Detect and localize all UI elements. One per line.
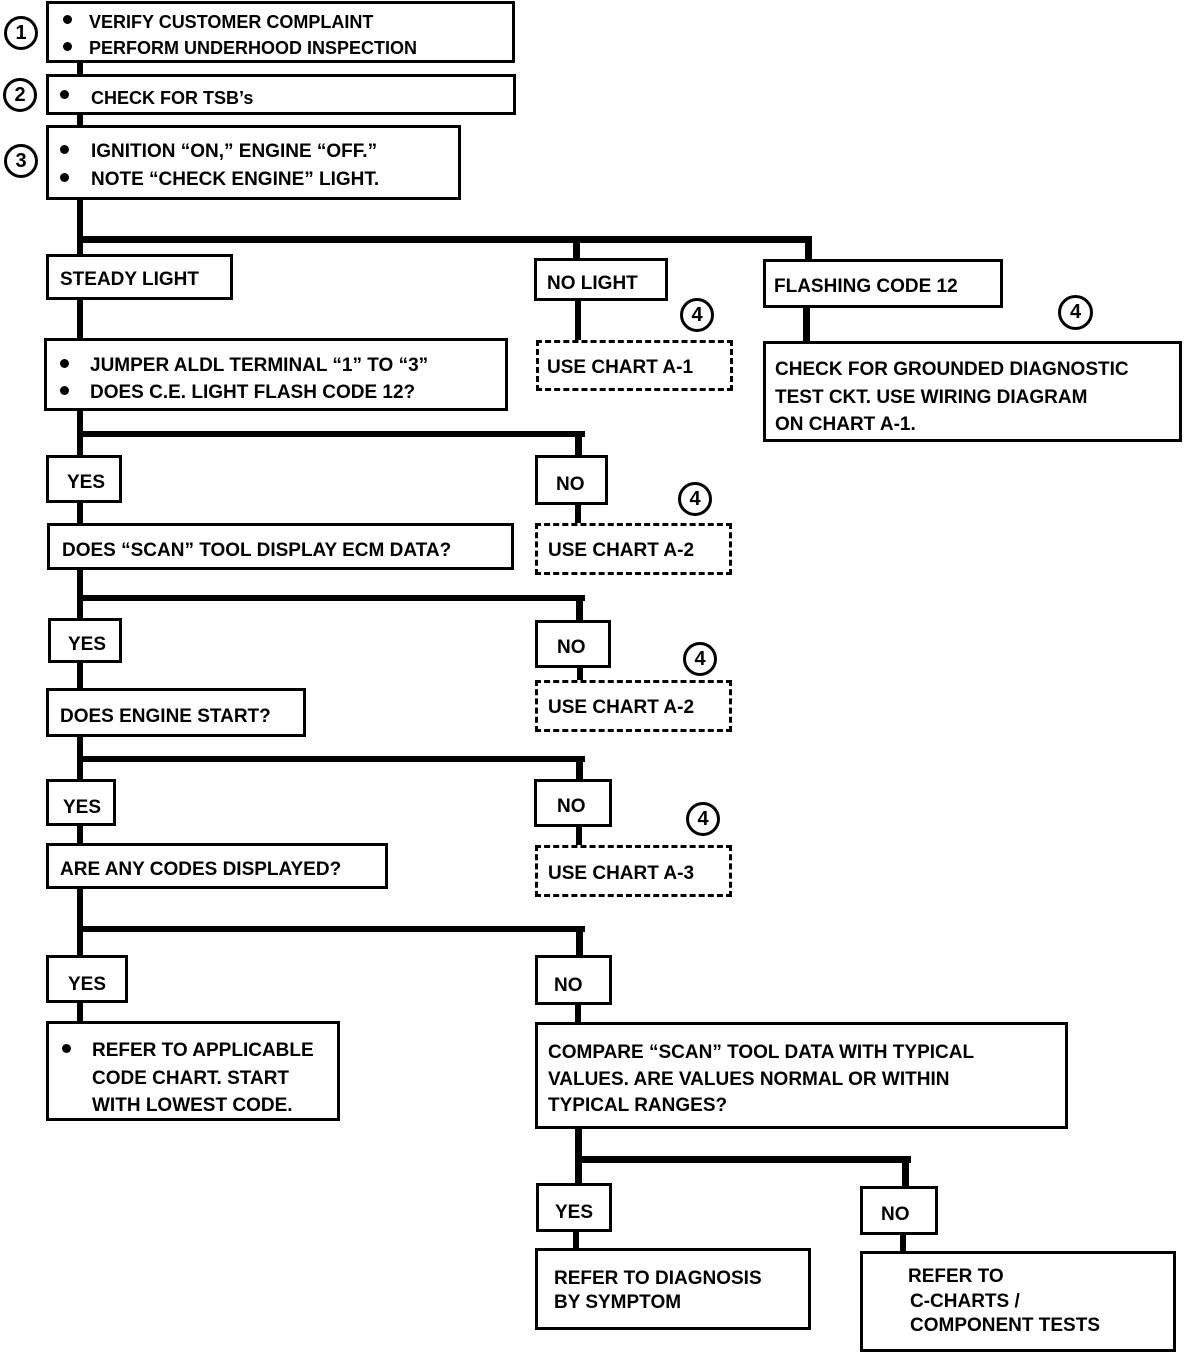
grounded-test-line-1: CHECK FOR GROUNDED DIAGNOSTIC [775, 359, 1129, 380]
flashing-code-12-box: FLASHING CODE 12 [763, 259, 1003, 308]
scan-tool-question-box: DOES “SCAN” TOOL DISPLAY ECM DATA? [47, 523, 514, 570]
steady-light-box: STEADY LIGHT [46, 254, 233, 300]
compare-line-1: COMPARE “SCAN” TOOL DATA WITH TYPICAL [548, 1042, 975, 1063]
grounded-test-line-3: ON CHART A-1. [775, 414, 916, 435]
jumper-aldl-line-2: DOES C.E. LIGHT FLASH CODE 12? [90, 382, 416, 403]
yes-label: YES [63, 797, 102, 818]
note-ref-4: 4 [680, 298, 714, 332]
yes-label: YES [555, 1202, 594, 1223]
steady-light-label: STEADY LIGHT [60, 269, 199, 290]
step-number-2: 2 [3, 78, 37, 112]
yes-box: YES [48, 618, 122, 663]
no-light-label: NO LIGHT [547, 273, 638, 294]
use-chart-a2-box: USE CHART A-2 [535, 680, 732, 732]
step-2-box: CHECK FOR TSB’s [46, 74, 516, 115]
grounded-test-line-2: TEST CKT. USE WIRING DIAGRAM [775, 387, 1088, 408]
no-label: NO [554, 975, 583, 996]
no-light-box: NO LIGHT [534, 258, 668, 301]
use-chart-a1-label: USE CHART A-1 [547, 357, 694, 378]
no-label: NO [556, 474, 585, 495]
use-chart-a3-box: USE CHART A-3 [535, 845, 732, 897]
codes-question: ARE ANY CODES DISPLAYED? [60, 859, 342, 880]
code-chart-line-3: WITH LOWEST CODE. [92, 1095, 293, 1116]
step-2-line-1: CHECK FOR TSB’s [91, 88, 254, 108]
scan-tool-question: DOES “SCAN” TOOL DISPLAY ECM DATA? [62, 540, 452, 561]
compare-scan-data-box: COMPARE “SCAN” TOOL DATA WITH TYPICAL VA… [535, 1022, 1068, 1129]
yes-label: YES [68, 634, 107, 655]
bullet-icon [60, 359, 69, 368]
use-chart-a1-box: USE CHART A-1 [536, 340, 733, 391]
step-3-line-2: NOTE “CHECK ENGINE” LIGHT. [91, 169, 380, 190]
bullet-icon [62, 1044, 71, 1053]
codes-question-box: ARE ANY CODES DISPLAYED? [46, 843, 388, 889]
component-tests-box: REFER TO C-CHARTS / COMPONENT TESTS [860, 1251, 1176, 1352]
note-ref-4: 4 [686, 802, 720, 836]
no-box: NO [534, 779, 612, 827]
yes-box: YES [46, 455, 122, 503]
step-3-line-1: IGNITION “ON,” ENGINE “OFF.” [91, 141, 378, 162]
component-line-2: C-CHARTS / [910, 1291, 1020, 1312]
use-chart-a2-label: USE CHART A-2 [548, 540, 695, 561]
bullet-icon [60, 173, 69, 182]
use-chart-a2-label: USE CHART A-2 [548, 697, 695, 718]
no-box: NO [535, 620, 611, 668]
compare-line-3: TYPICAL RANGES? [548, 1095, 728, 1116]
no-label: NO [881, 1204, 910, 1225]
applicable-code-chart-box: REFER TO APPLICABLE CODE CHART. START WI… [46, 1021, 340, 1121]
symptom-line-2: BY SYMPTOM [554, 1292, 682, 1313]
use-chart-a2-box: USE CHART A-2 [535, 523, 732, 575]
no-box: NO [535, 455, 608, 505]
bullet-icon [60, 386, 69, 395]
yes-box: YES [46, 779, 116, 826]
no-label: NO [557, 637, 586, 658]
note-ref-4: 4 [1058, 295, 1093, 330]
step-1-box: VERIFY CUSTOMER COMPLAINT PERFORM UNDERH… [46, 1, 515, 63]
step-3-box: IGNITION “ON,” ENGINE “OFF.” NOTE “CHECK… [46, 125, 461, 200]
note-ref-4: 4 [683, 642, 717, 676]
component-line-1: REFER TO [908, 1266, 1004, 1287]
step-1-line-2: PERFORM UNDERHOOD INSPECTION [89, 38, 418, 58]
symptom-line-1: REFER TO DIAGNOSIS [554, 1268, 762, 1289]
compare-line-2: VALUES. ARE VALUES NORMAL OR WITHIN [548, 1069, 950, 1090]
no-box: NO [535, 955, 612, 1005]
engine-start-question-box: DOES ENGINE START? [46, 688, 306, 737]
step-1-line-1: VERIFY CUSTOMER COMPLAINT [89, 12, 374, 32]
jumper-aldl-box: JUMPER ALDL TERMINAL “1” TO “3” DOES C.E… [44, 338, 508, 411]
bullet-icon [63, 42, 72, 51]
component-line-3: COMPONENT TESTS [910, 1315, 1101, 1336]
bullet-icon [60, 145, 69, 154]
no-label: NO [557, 796, 586, 817]
code-chart-line-2: CODE CHART. START [92, 1068, 290, 1089]
diagnosis-by-symptom-box: REFER TO DIAGNOSIS BY SYMPTOM [535, 1248, 811, 1330]
grounded-test-box: CHECK FOR GROUNDED DIAGNOSTIC TEST CKT. … [763, 341, 1182, 442]
yes-label: YES [68, 974, 107, 995]
yes-box: YES [536, 1183, 612, 1232]
step-number-3: 3 [4, 144, 38, 178]
engine-start-question: DOES ENGINE START? [60, 706, 271, 727]
flashing-code-12-label: FLASHING CODE 12 [774, 276, 958, 297]
jumper-aldl-line-1: JUMPER ALDL TERMINAL “1” TO “3” [90, 355, 429, 376]
no-box: NO [860, 1186, 938, 1235]
note-ref-4: 4 [678, 482, 712, 516]
yes-label: YES [67, 472, 106, 493]
code-chart-line-1: REFER TO APPLICABLE [92, 1040, 314, 1061]
step-number-1: 1 [4, 16, 38, 50]
use-chart-a3-label: USE CHART A-3 [548, 863, 695, 884]
bullet-icon [60, 90, 69, 99]
yes-box: YES [46, 955, 128, 1003]
bullet-icon [63, 15, 72, 24]
